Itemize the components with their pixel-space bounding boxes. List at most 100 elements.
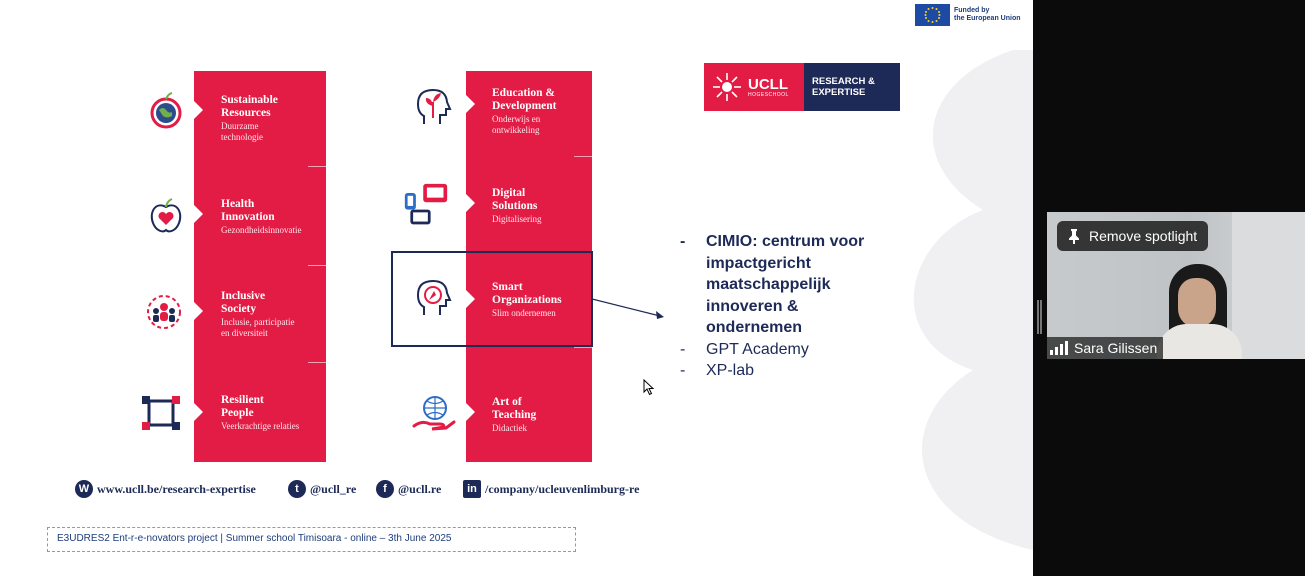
notch (466, 290, 475, 308)
social-twitter: t @ucll_re (288, 479, 356, 499)
linkedin-icon: in (463, 480, 481, 498)
devices-icon (404, 183, 448, 225)
ucll-sun-icon (713, 73, 741, 101)
social-website: W www.ucll.be/research-expertise (75, 479, 256, 499)
head-compass-icon (416, 279, 452, 315)
eu-funding-badge: Funded by the European Union (915, 3, 1029, 27)
item-title: People (221, 407, 254, 419)
social-facebook: f @ucll.re (376, 479, 441, 499)
bullet-line: innoveren & (706, 297, 799, 315)
item-title: Smart (492, 281, 523, 293)
facebook-text: @ucll.re (398, 481, 442, 496)
item-resilient-people: Resilient People Veerkrachtige relaties (221, 394, 299, 431)
arrow-right-icon (592, 298, 664, 319)
notch (466, 95, 475, 113)
ucll-right-line2: EXPERTISE (812, 87, 866, 98)
panel-resize-handle[interactable] (1037, 300, 1042, 334)
item-title: Resilient (221, 394, 264, 406)
item-subtitle: Onderwijs en (492, 114, 541, 124)
notch (194, 101, 203, 119)
item-title: Organizations (492, 294, 562, 306)
smart-organizations-highlight-box (391, 251, 593, 347)
bullet-line: GPT Academy (706, 340, 809, 358)
eu-flag-icon (915, 4, 950, 26)
bullet-dash: - (680, 362, 686, 379)
item-subtitle: technologie (221, 132, 263, 142)
item-title: Inclusive (221, 290, 266, 302)
eu-text-line2: the European Union (954, 15, 1021, 22)
item-subtitle: Didactiek (492, 423, 527, 433)
item-title: Sustainable (221, 94, 278, 106)
item-title: Innovation (221, 211, 275, 223)
item-title: Education & (492, 87, 555, 99)
right-separator-1 (574, 156, 592, 157)
item-subtitle: ontwikkeling (492, 125, 540, 135)
eu-funding-text: Funded by the European Union (954, 7, 1029, 23)
remove-spotlight-button[interactable]: Remove spotlight (1057, 221, 1209, 251)
item-title: Teaching (492, 409, 537, 421)
right-separator-3 (574, 347, 592, 348)
eu-text-line1: Funded by (954, 7, 990, 14)
head-plant-icon (416, 88, 452, 124)
hands-square-icon (142, 396, 180, 430)
website-icon: W (75, 480, 93, 498)
video-window-light (1232, 212, 1305, 359)
facebook-icon: f (376, 480, 394, 498)
pin-icon (1069, 229, 1079, 244)
left-separator-2 (308, 265, 326, 266)
participant-video-tile[interactable]: Remove spotlight Sara Gilissen (1047, 212, 1305, 359)
bullet-item-cimio: - CIMIO: centrum voor impactgericht maat… (680, 231, 910, 339)
participant-face (1178, 278, 1216, 328)
participant-name: Sara Gilissen (1074, 340, 1158, 356)
bullet-list: - CIMIO: centrum voor impactgericht maat… (680, 231, 910, 382)
notch (466, 403, 475, 421)
mouse-cursor-icon (643, 379, 655, 396)
item-title: Health (221, 198, 255, 210)
item-title: Development (492, 100, 557, 112)
background-watermark-shape (913, 50, 1033, 550)
globe-apple-icon (150, 92, 182, 129)
bullet-dash: - (680, 233, 686, 250)
slide-footer: E3UDRES2 Ent-r-e-novators project | Summ… (47, 527, 576, 552)
ucll-logo: UCLL HOGESCHOOL RESEARCH & EXPERTISE (704, 63, 900, 111)
bullet-line: impactgericht (706, 254, 811, 272)
notch (194, 302, 203, 320)
social-linkedin: in /company/ucleuvenlimburg-re (463, 479, 639, 499)
shared-slide: Funded by the European Union Sustainable… (0, 0, 1033, 576)
bullet-line: maatschappelijk (706, 276, 831, 293)
item-subtitle: en diversiteit (221, 328, 268, 338)
ucll-right-line1: RESEARCH & (812, 76, 875, 87)
people-circle-icon (147, 295, 181, 329)
right-red-column (466, 71, 592, 462)
linkedin-text: /company/ucleuvenlimburg-re (485, 481, 640, 496)
item-sustainable-resources: Sustainable Resources Duurzame technolog… (221, 94, 278, 142)
bullet-line: XP-lab (706, 362, 755, 379)
ucll-logo-red-part: UCLL HOGESCHOOL (704, 63, 804, 111)
ucll-logo-navy-part: RESEARCH & EXPERTISE (804, 63, 900, 111)
notch (194, 403, 203, 421)
ucll-name: UCLL (748, 75, 788, 93)
item-subtitle: Inclusie, participatie (221, 317, 295, 327)
twitter-text: @ucll_re (310, 481, 357, 496)
item-inclusive-society: Inclusive Society Inclusie, participatie… (221, 290, 294, 338)
item-title: Resources (221, 107, 271, 119)
bullet-line: CIMIO: centrum voor (706, 233, 865, 250)
notch (194, 205, 203, 223)
remove-spotlight-label: Remove spotlight (1089, 228, 1198, 244)
bullet-line: ondernemen (706, 319, 803, 336)
item-art-of-teaching: Art of Teaching Didactiek (492, 396, 536, 433)
website-text: www.ucll.be/research-expertise (97, 481, 256, 496)
item-title: Solutions (492, 200, 538, 212)
hand-globe-icon (412, 396, 456, 431)
item-title: Art of (492, 396, 522, 408)
item-smart-organizations: Smart Organizations Slim ondernemen (492, 281, 562, 318)
item-digital-solutions: Digital Solutions Digitalisering (492, 187, 542, 224)
bullet-item-gpt-academy: - GPT Academy (680, 339, 910, 361)
left-red-column (194, 71, 326, 462)
signal-strength-icon (1050, 341, 1068, 355)
item-subtitle: Gezondheidsinnovatie (221, 225, 302, 235)
item-title: Digital (492, 187, 526, 199)
item-subtitle: Slim ondernemen (492, 308, 556, 318)
participant-body (1157, 324, 1242, 359)
item-health-innovation: Health Innovation Gezondheidsinnovatie (221, 198, 301, 235)
